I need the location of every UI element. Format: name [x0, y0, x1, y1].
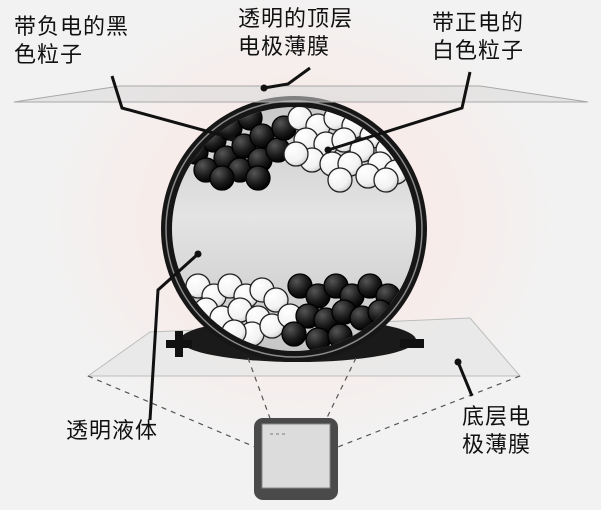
label-black-particles: 带负电的黑 色粒子: [14, 15, 130, 68]
black-particle: [245, 165, 271, 191]
label-liquid: 透明液体: [66, 419, 159, 444]
black-particle: [281, 321, 307, 347]
callout-dots: [194, 84, 462, 366]
top-electrode-film: [13, 85, 589, 103]
white-particle: [373, 167, 399, 193]
callout-lines: [110, 66, 474, 421]
e-reader-device-icon: [254, 418, 338, 500]
label-top-electrode: 透明的顶层 电极薄膜: [238, 7, 354, 60]
label-white-particles: 带正电的 白色粒子: [432, 11, 525, 64]
label-bottom-electrode: 底层电 极薄膜: [462, 405, 532, 458]
minus-icon: [400, 339, 424, 348]
projection-lines: [87, 357, 521, 451]
white-particle: [263, 287, 289, 313]
white-particle: [327, 167, 353, 193]
white-particle: [283, 141, 309, 167]
plus-icon: [166, 331, 192, 357]
black-particle: [209, 165, 235, 191]
